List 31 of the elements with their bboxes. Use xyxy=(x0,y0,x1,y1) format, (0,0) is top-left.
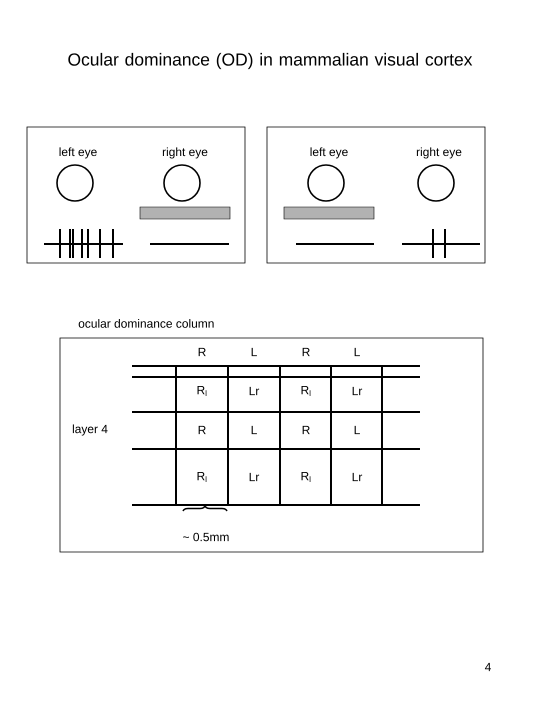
layer-label: layer 4 xyxy=(72,424,108,436)
cell-label: R xyxy=(302,426,310,434)
cell-label: Lr xyxy=(250,386,260,396)
cell-label: R$_{l}$ xyxy=(302,472,310,482)
cell-label: R xyxy=(198,426,206,434)
eye-panel xyxy=(266,126,486,264)
cell-label: L xyxy=(252,426,257,434)
cell-label: R$_{l}$ xyxy=(198,472,206,482)
cell-label: R xyxy=(302,348,310,356)
cell-label: Lr xyxy=(250,472,260,482)
eye: left eye xyxy=(307,147,348,202)
eye: left eye xyxy=(56,147,97,202)
eye-panel xyxy=(26,126,246,264)
scale-label: ~ 0.5mm xyxy=(183,532,229,542)
cell-label: L xyxy=(354,426,360,434)
cell-label: L xyxy=(252,348,257,356)
node-label: ocular dominance column xyxy=(78,319,214,328)
eye: right eye xyxy=(416,147,462,202)
cell-label: R$_{l}$ xyxy=(302,386,310,396)
node-label: right eye xyxy=(416,147,462,158)
cell-label: L xyxy=(354,348,360,356)
eye: right eye xyxy=(162,147,208,202)
node-label: left eye xyxy=(310,147,348,158)
cell-label: R$_{l}$ xyxy=(198,386,206,396)
cell-label: Lr xyxy=(352,386,362,396)
node-label: left eye xyxy=(60,147,97,158)
cell-label: Lr xyxy=(352,472,362,482)
page-number: 4 xyxy=(484,662,491,672)
cell-label: R xyxy=(198,348,206,356)
node-label: right eye xyxy=(162,147,208,158)
title: Ocular dominance (OD) in mammalian visual cortex xyxy=(68,52,472,70)
